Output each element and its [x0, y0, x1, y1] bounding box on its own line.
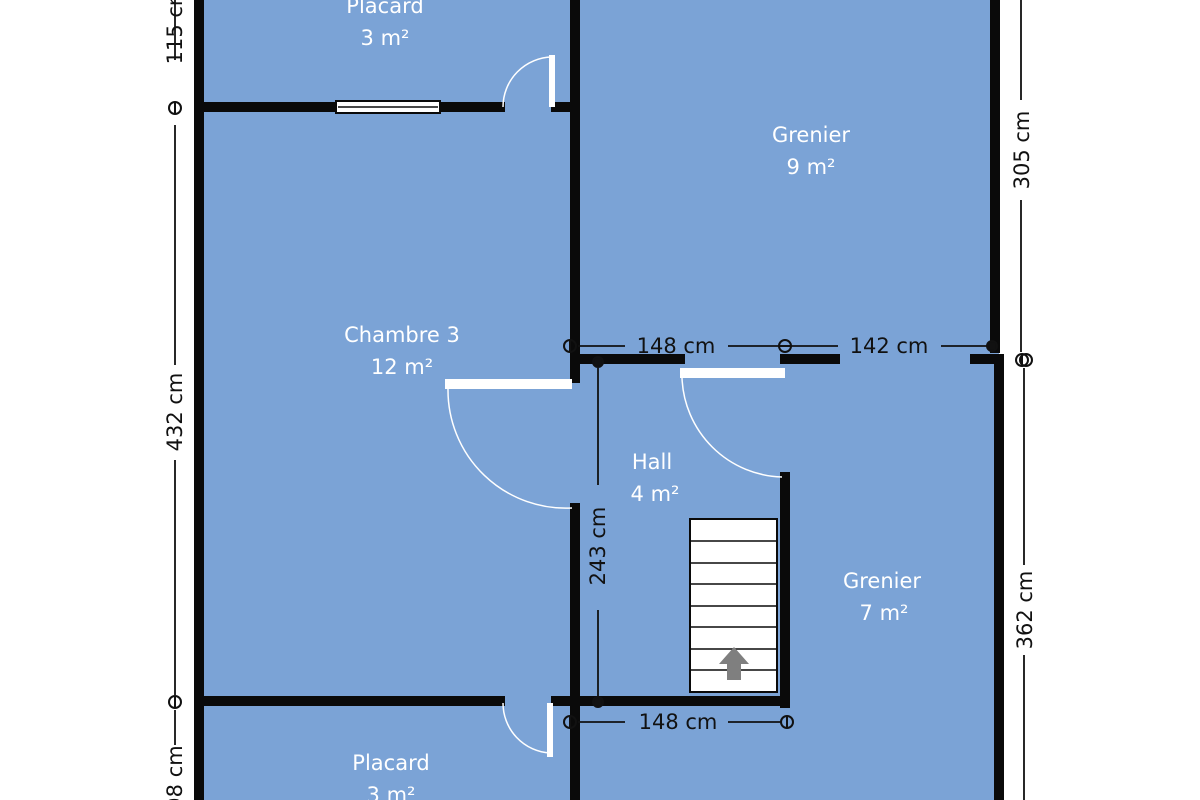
room-area-hall: 4 m²: [631, 482, 680, 506]
door-placard-bottom: [502, 702, 553, 757]
door-placard-top: [502, 55, 555, 108]
room-name-grenier-right: Grenier: [843, 569, 921, 593]
dimension-right-bottom: 362 cm: [1013, 571, 1037, 650]
floor-area: [199, 0, 999, 800]
dimension-left-top: 115 cm: [163, 0, 187, 64]
room-name-chambre-3: Chambre 3: [344, 323, 460, 347]
arrow-up-icon: [719, 647, 749, 680]
room-area-placard-bottom: 3 m²: [367, 783, 416, 800]
door-chambre-3: [445, 379, 573, 509]
room-area-chambre-3: 12 m²: [371, 355, 433, 379]
dimension-bottom-row: 148 cm: [639, 710, 718, 734]
room-name-placard-bottom: Placard: [352, 751, 429, 775]
staircase-icon: [689, 518, 778, 693]
dimension-lines: [174, 0, 1025, 800]
dimension-hall-height: 243 cm: [586, 507, 610, 586]
window: [335, 100, 441, 114]
room-area-placard-top: 3 m²: [361, 26, 410, 50]
room-area-grenier-right: 7 m²: [860, 601, 909, 625]
room-name-grenier-top: Grenier: [772, 123, 850, 147]
dimension-left-mid: 432 cm: [163, 373, 187, 452]
dimension-right-top: 305 cm: [1010, 111, 1034, 190]
door-grenier-right: [680, 368, 785, 478]
room-name-placard-top: Placard: [346, 0, 423, 18]
dimension-markers: [168, 101, 1033, 729]
dimension-left-bottom: 98 cm: [163, 745, 187, 800]
room-name-hall: Hall: [632, 450, 672, 474]
dimension-top-row-left: 148 cm: [637, 334, 716, 358]
room-area-grenier-top: 9 m²: [787, 155, 836, 179]
dimension-top-row-right: 142 cm: [850, 334, 929, 358]
